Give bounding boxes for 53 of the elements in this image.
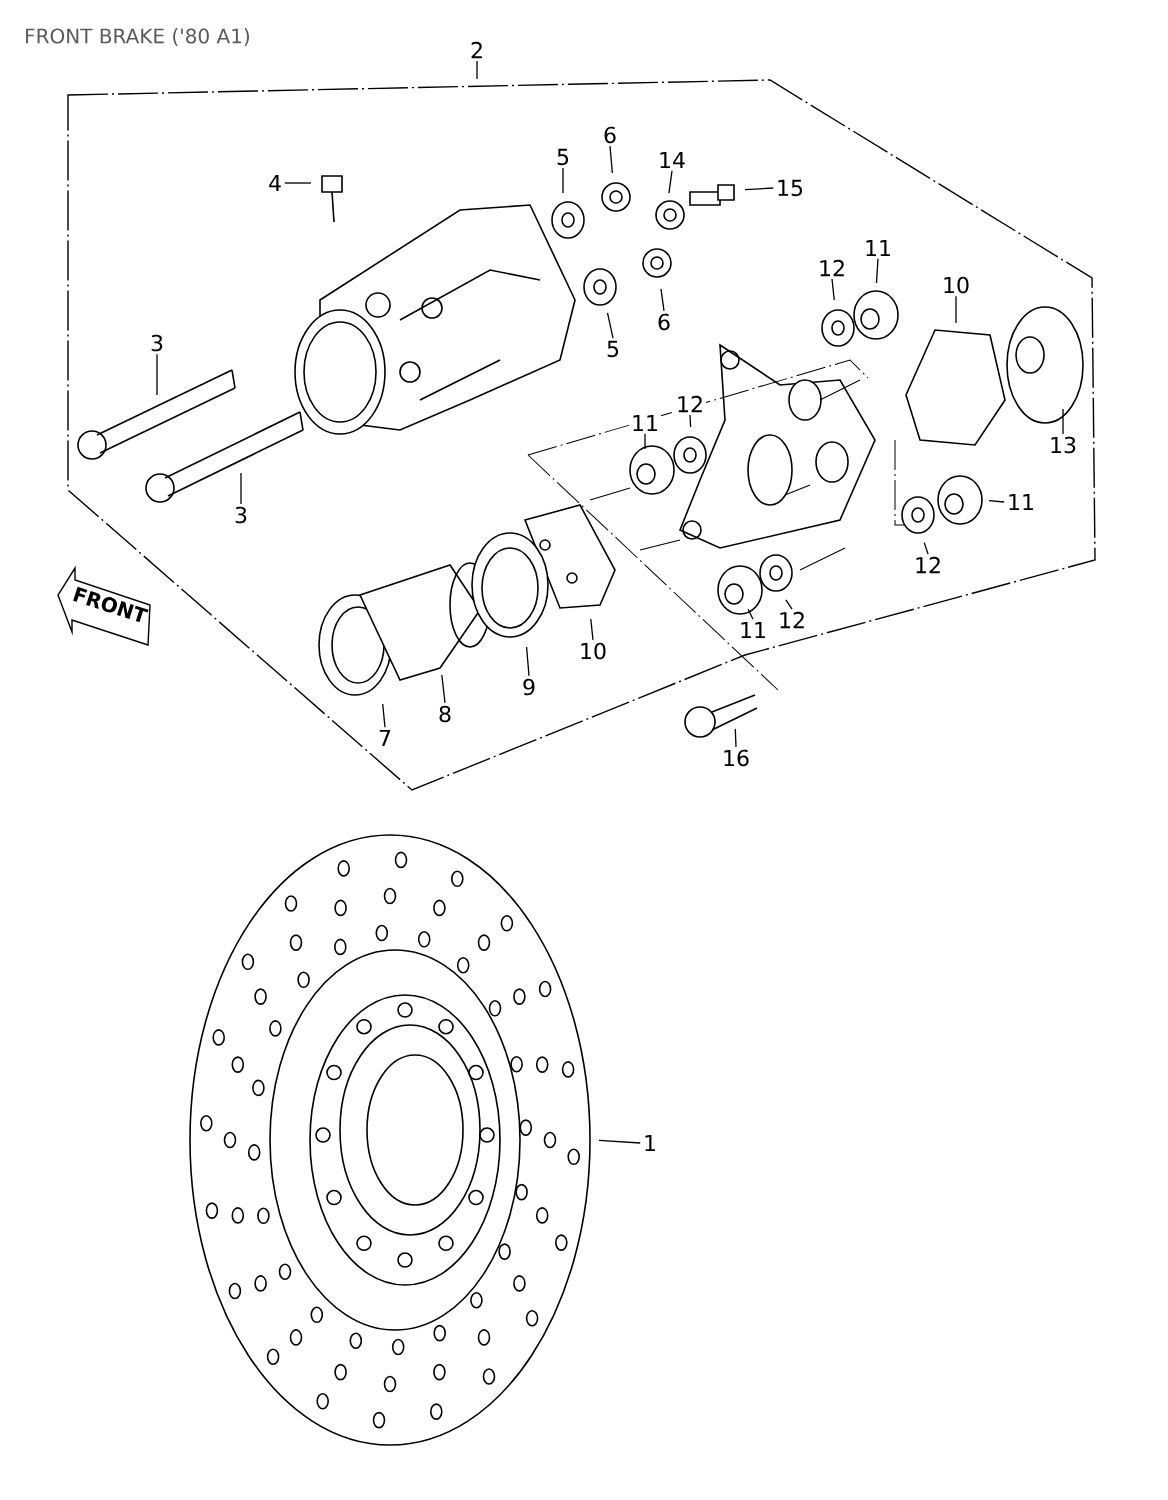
leader-line	[660, 288, 665, 312]
leader-line	[240, 472, 242, 505]
callout-number: 12	[674, 393, 706, 415]
leader-line	[875, 258, 879, 284]
leader-line	[382, 703, 386, 728]
callout-number: 12	[816, 257, 848, 279]
leader-line	[785, 599, 793, 610]
leader-line	[668, 170, 673, 194]
leader-line	[644, 433, 646, 450]
leader-line	[598, 1139, 641, 1144]
callout-number: 12	[776, 609, 808, 631]
callout-number: 14	[656, 150, 688, 171]
leader-line	[476, 60, 478, 80]
callout-number: 6	[655, 311, 673, 333]
leader-line	[441, 674, 446, 704]
callout-number: 8	[436, 703, 454, 725]
callout-number: 11	[1005, 492, 1037, 513]
callout-number: 10	[577, 640, 609, 662]
leader-line	[156, 353, 158, 396]
callout-number: 4	[266, 173, 284, 194]
callout-number: 10	[940, 274, 972, 296]
leader-line	[1062, 408, 1064, 435]
callout-number: 6	[601, 124, 619, 146]
title: FRONT BRAKE ('80 A1)	[26, 28, 249, 46]
leader-line	[284, 182, 312, 184]
callout-number: 3	[148, 332, 166, 354]
callout-number: 9	[520, 676, 538, 698]
callout-number: 11	[737, 620, 769, 641]
callout-number: 15	[774, 177, 806, 199]
leader-line	[689, 414, 692, 428]
leader-line	[606, 312, 614, 339]
leader-line	[955, 295, 957, 324]
callout-number: 11	[629, 413, 661, 434]
leader-line	[734, 728, 737, 748]
callout-number: 5	[604, 338, 622, 360]
leader-line	[590, 618, 594, 641]
leader-line	[988, 500, 1005, 503]
callout-number: 5	[554, 146, 572, 168]
leader-line	[609, 145, 614, 174]
callout-number: 3	[232, 504, 250, 526]
callout-number: 7	[376, 728, 394, 749]
leader-line	[525, 646, 530, 677]
callout-number: 11	[862, 238, 894, 259]
leader-line	[747, 608, 754, 620]
callout-number: 2	[468, 39, 486, 61]
leader-line	[831, 278, 835, 301]
leader-line	[562, 167, 564, 194]
leader-line	[744, 187, 774, 191]
callout-number: 13	[1047, 434, 1079, 456]
callout-number: 1	[641, 1133, 659, 1154]
callout-number: 16	[720, 747, 752, 769]
leader-line	[923, 542, 929, 555]
callout-number: 12	[912, 554, 944, 576]
